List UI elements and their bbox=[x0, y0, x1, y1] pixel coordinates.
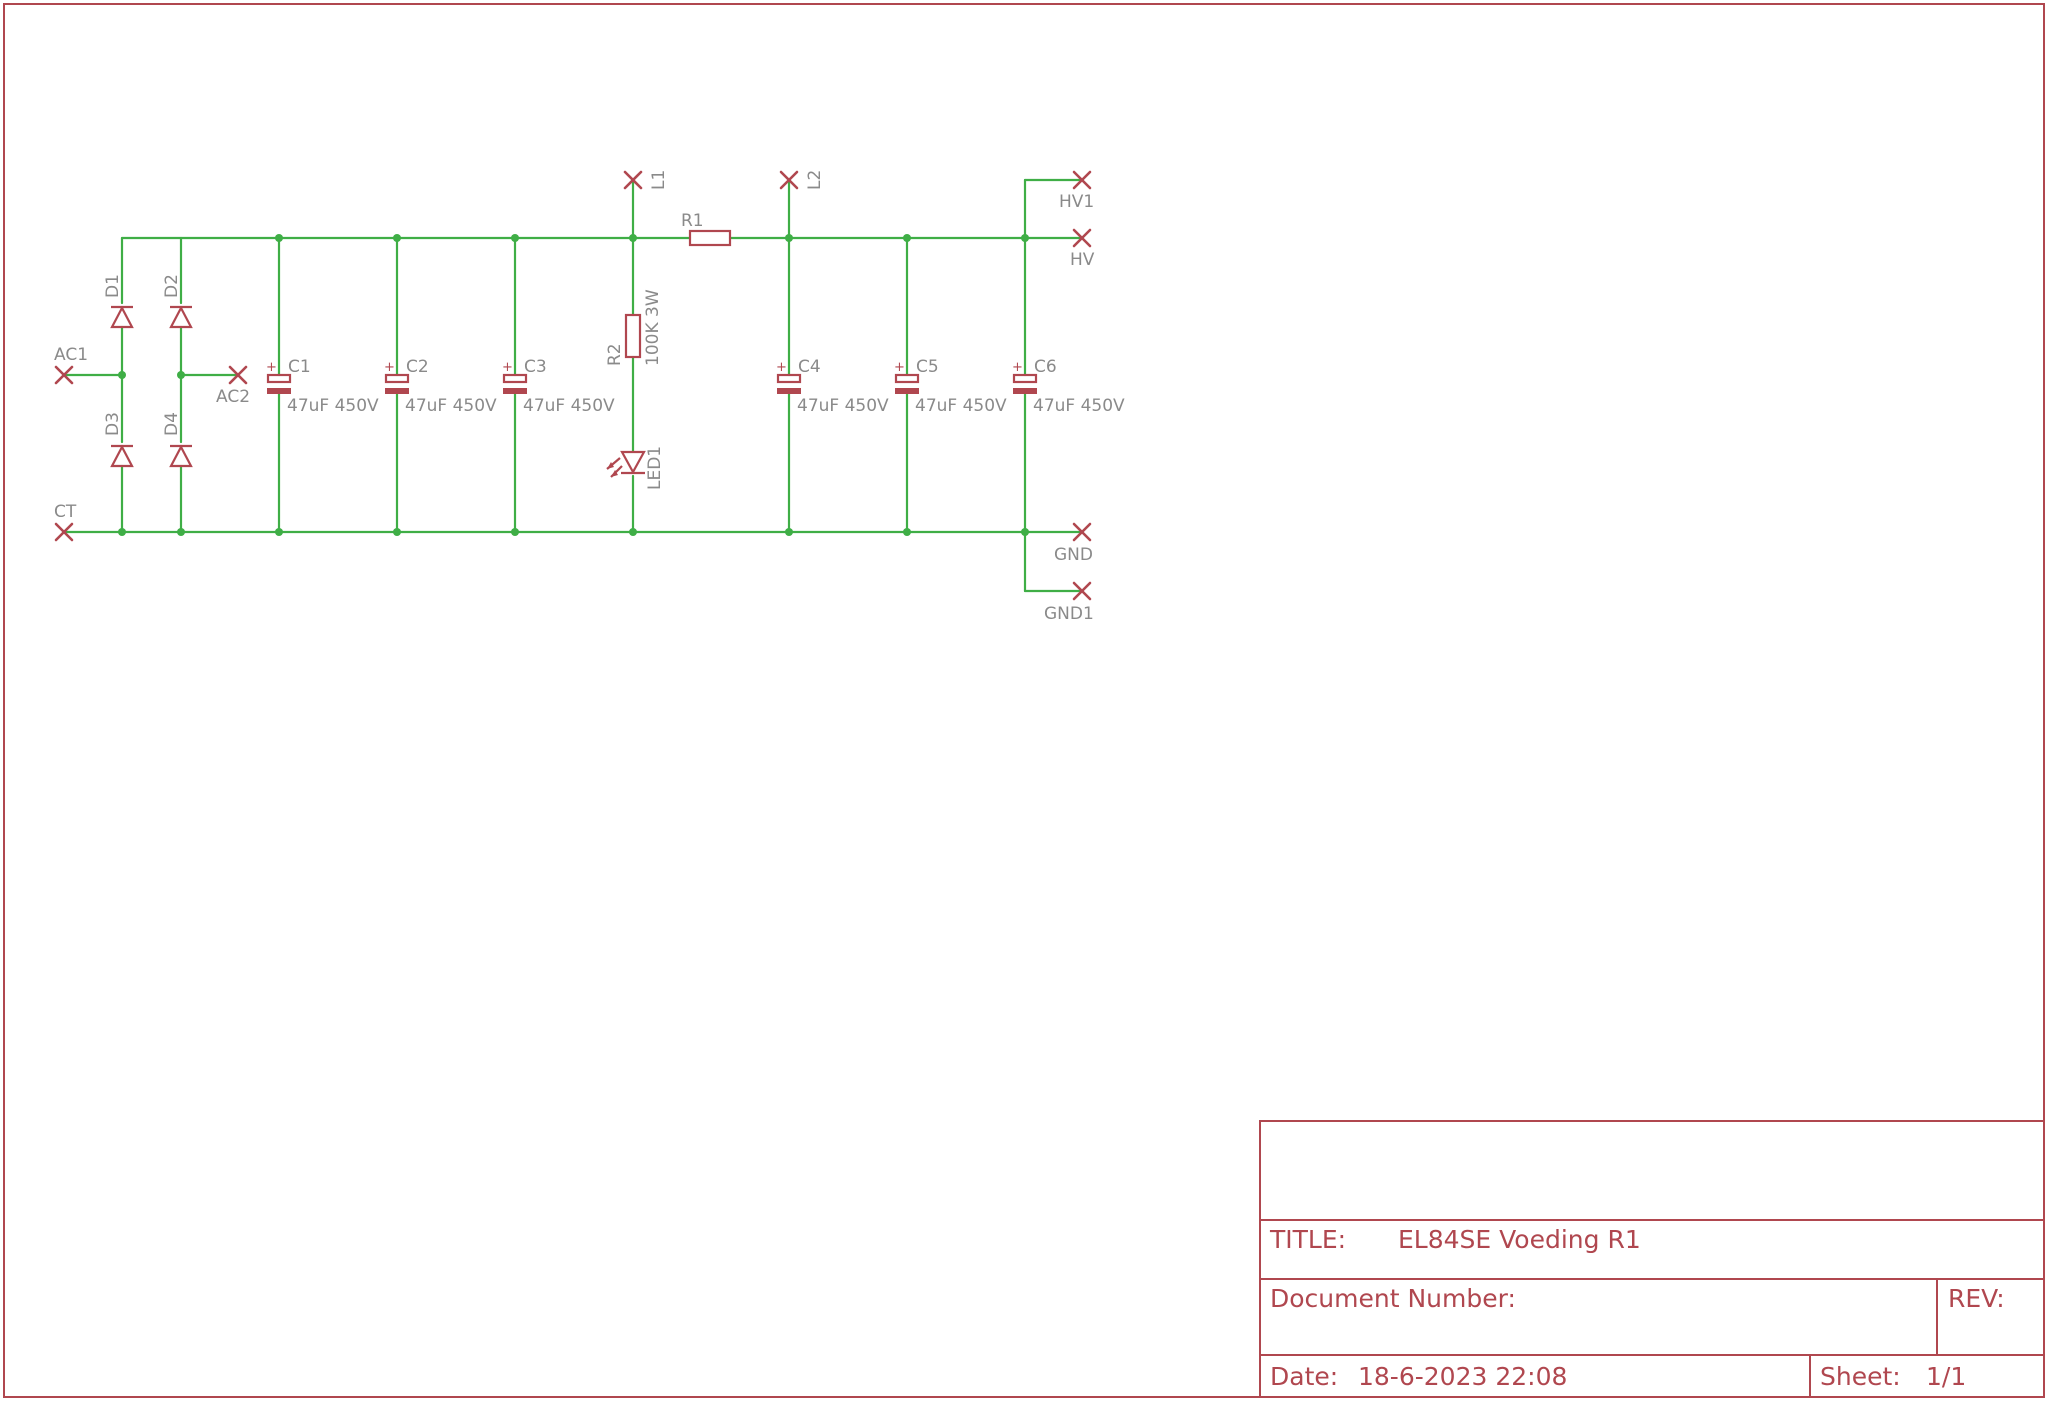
resistor-r2: R2 100K 3W bbox=[605, 289, 663, 366]
capacitor-c4-name: C4 bbox=[798, 357, 821, 377]
capacitor-c1-name: C1 bbox=[288, 357, 311, 377]
capacitor-c1: + C1 47uF 450V bbox=[266, 357, 379, 416]
title-block: TITLE: EL84SE Voeding R1 Document Number… bbox=[1259, 1120, 2045, 1398]
diode-d3-label: D3 bbox=[103, 412, 123, 436]
date-label: Date: bbox=[1270, 1362, 1338, 1391]
net-marker-ct: CT bbox=[54, 502, 77, 542]
capacitor-c5-name: C5 bbox=[916, 357, 939, 377]
capacitor-c2-name: C2 bbox=[406, 357, 429, 377]
led-led1-name: LED1 bbox=[645, 446, 665, 490]
capacitor-c5-polarity: + bbox=[894, 360, 905, 375]
net-marker-hv: HV bbox=[1070, 228, 1095, 270]
document-number-label: Document Number: bbox=[1270, 1284, 1516, 1313]
diode-d4: D4 bbox=[162, 412, 193, 468]
net-marker-ac1: AC1 bbox=[54, 345, 88, 385]
capacitor-c6-name: C6 bbox=[1034, 357, 1057, 377]
led-led1: LED1 bbox=[606, 446, 665, 490]
net-marker-ac2: AC2 bbox=[216, 365, 250, 407]
capacitor-c3-polarity: + bbox=[502, 360, 513, 375]
net-label-ct: CT bbox=[54, 502, 77, 522]
net-label-hv: HV bbox=[1070, 250, 1095, 270]
capacitor-c5: + C5 47uF 450V bbox=[894, 357, 1007, 416]
capacitor-c2-value: 47uF 450V bbox=[405, 396, 497, 416]
net-label-ac1: AC1 bbox=[54, 345, 88, 365]
capacitor-c4-value: 47uF 450V bbox=[797, 396, 889, 416]
rev-label: REV: bbox=[1948, 1284, 2005, 1313]
capacitor-c6-polarity: + bbox=[1012, 360, 1023, 375]
capacitor-c2-polarity: + bbox=[384, 360, 395, 375]
title-value: EL84SE Voeding R1 bbox=[1398, 1225, 1641, 1254]
net-marker-l1: L1 bbox=[623, 170, 669, 190]
diode-d1: D1 bbox=[103, 274, 134, 329]
capacitor-c6-value: 47uF 450V bbox=[1033, 396, 1125, 416]
capacitor-c3-name: C3 bbox=[524, 357, 547, 377]
sheet-border bbox=[3, 3, 2045, 1398]
capacitor-c1-polarity: + bbox=[266, 360, 277, 375]
net-label-gnd1: GND1 bbox=[1044, 604, 1094, 624]
capacitor-c4: + C4 47uF 450V bbox=[776, 357, 889, 416]
diode-d1-label: D1 bbox=[103, 274, 123, 298]
sheet-label: Sheet: bbox=[1820, 1362, 1901, 1391]
capacitor-c6: + C6 47uF 450V bbox=[1012, 357, 1125, 416]
diode-d3: D3 bbox=[103, 412, 134, 468]
resistor-r1-name: R1 bbox=[681, 211, 704, 231]
net-marker-gnd1: GND1 bbox=[1044, 581, 1094, 624]
net-marker-hv1: HV1 bbox=[1059, 170, 1094, 212]
wires bbox=[62, 178, 1084, 593]
resistor-r1: R1 bbox=[681, 211, 732, 247]
capacitor-c3: + C3 47uF 450V bbox=[502, 357, 615, 416]
diode-d2-label: D2 bbox=[162, 274, 182, 298]
capacitor-c5-value: 47uF 450V bbox=[915, 396, 1007, 416]
capacitor-c2: + C2 47uF 450V bbox=[384, 357, 497, 416]
diode-d2: D2 bbox=[162, 274, 193, 329]
capacitor-c3-value: 47uF 450V bbox=[523, 396, 615, 416]
net-marker-gnd: GND bbox=[1054, 522, 1093, 565]
capacitor-c1-value: 47uF 450V bbox=[287, 396, 379, 416]
date-value: 18-6-2023 22:08 bbox=[1358, 1362, 1567, 1391]
net-marker-l2: L2 bbox=[779, 170, 825, 190]
net-label-l1: L1 bbox=[649, 170, 669, 190]
capacitor-c4-polarity: + bbox=[776, 360, 787, 375]
diode-d4-label: D4 bbox=[162, 412, 182, 436]
net-label-gnd: GND bbox=[1054, 545, 1093, 565]
resistor-r2-value: 100K 3W bbox=[643, 289, 663, 366]
net-label-hv1: HV1 bbox=[1059, 192, 1094, 212]
sheet-value: 1/1 bbox=[1926, 1362, 1966, 1391]
net-label-l2: L2 bbox=[805, 170, 825, 190]
net-label-ac2: AC2 bbox=[216, 387, 250, 407]
resistor-r2-name: R2 bbox=[605, 343, 625, 366]
junctions bbox=[118, 234, 1029, 536]
title-label: TITLE: bbox=[1269, 1225, 1346, 1254]
